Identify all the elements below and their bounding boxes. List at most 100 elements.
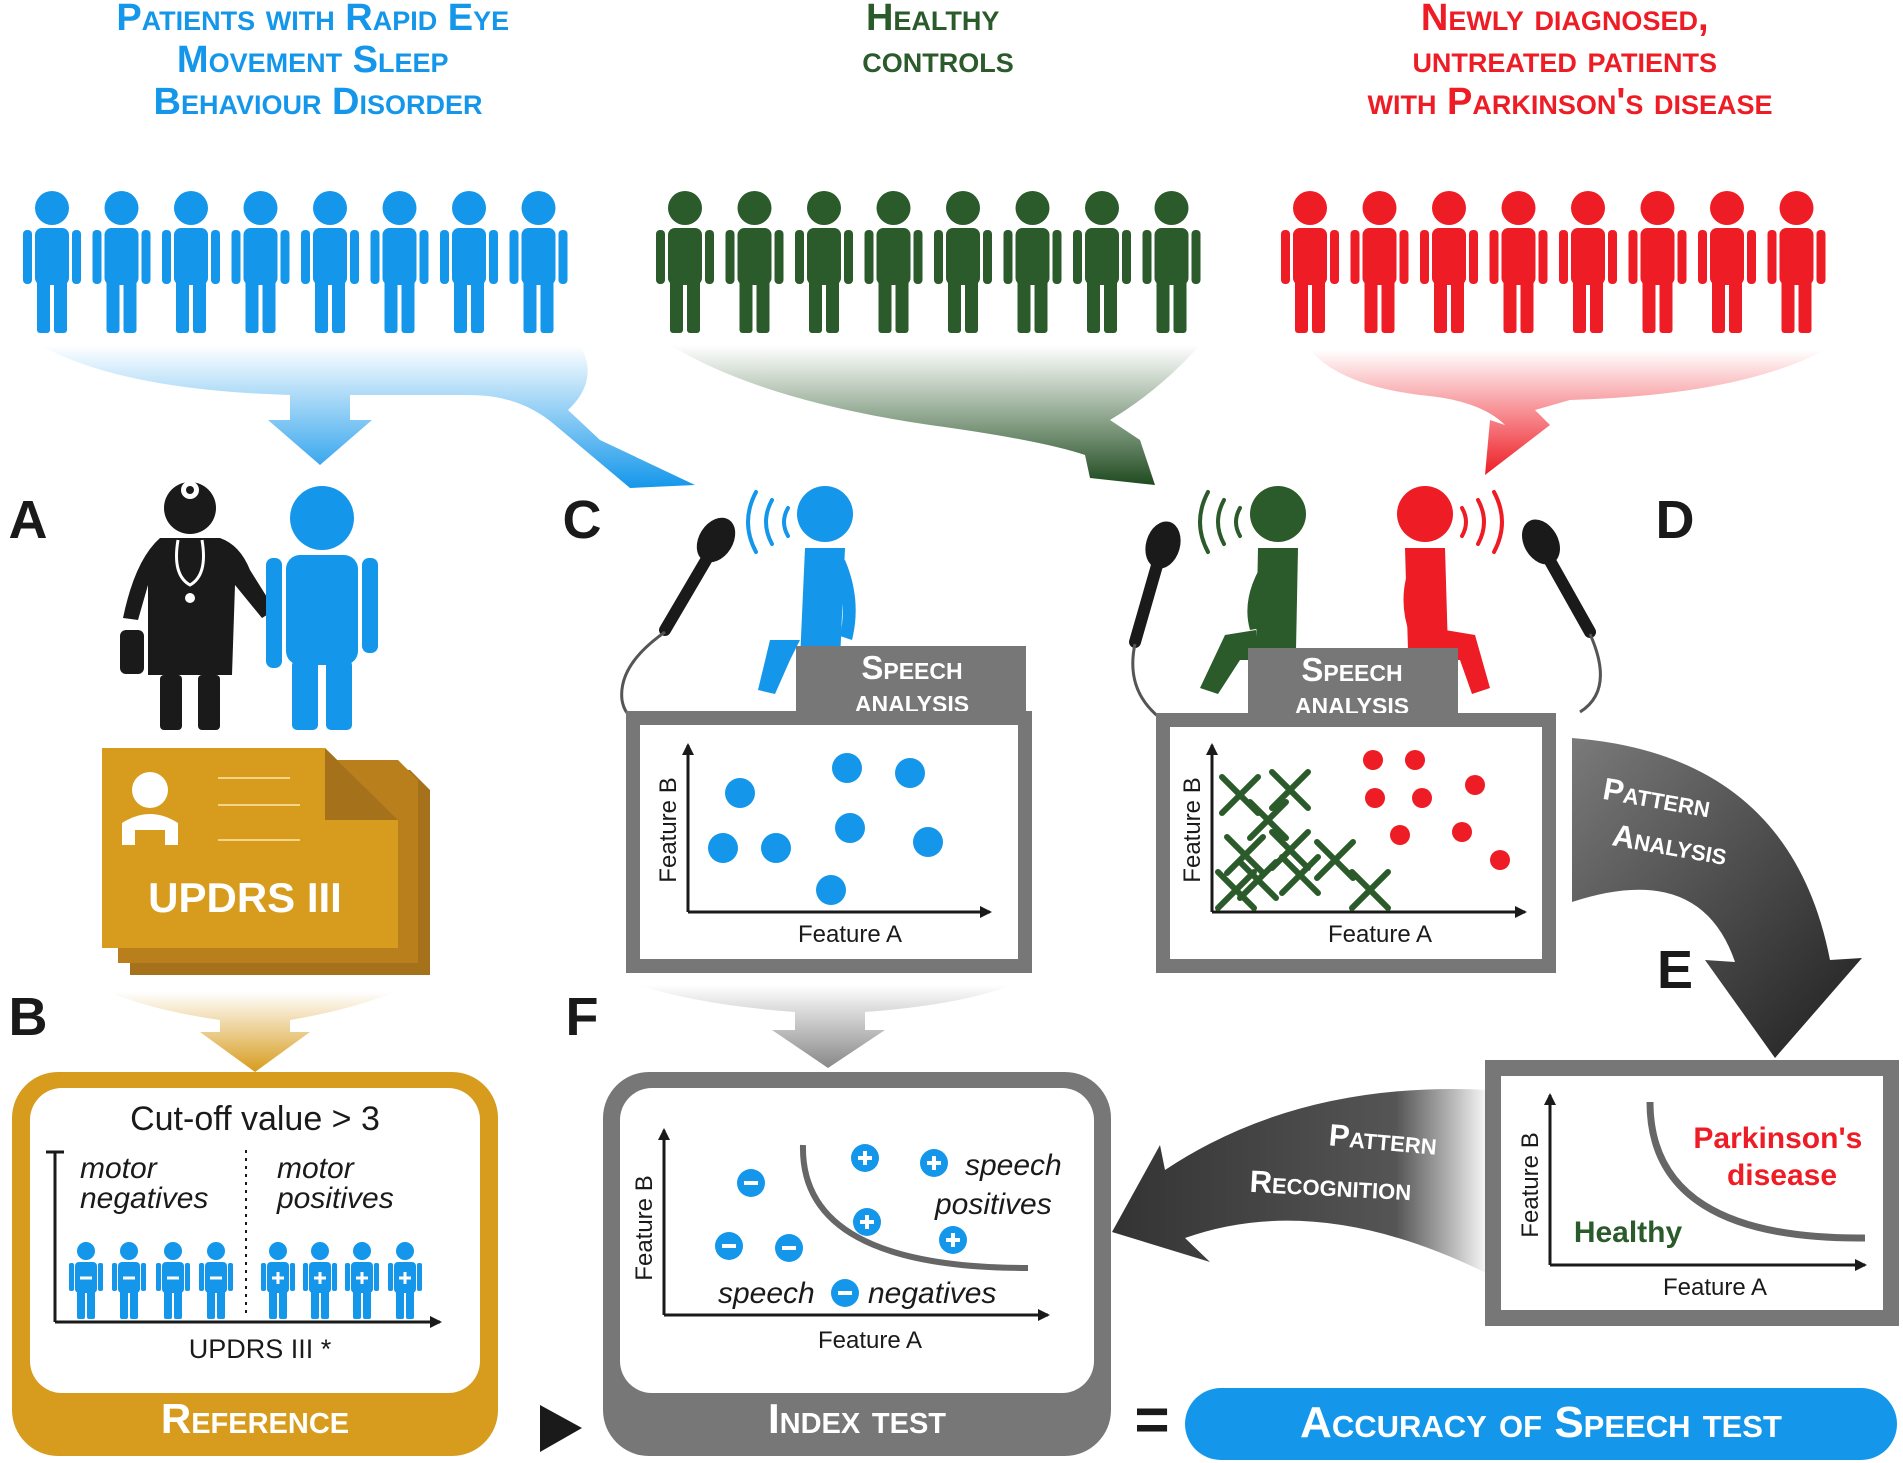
updrs-card: UPDRS III [102, 748, 430, 975]
parkinsons-class-label: Parkinson's disease [1693, 1122, 1870, 1192]
healthy-speaker-icon [1200, 486, 1306, 694]
person-icon [1073, 191, 1131, 333]
feature-a-label: Feature A [1328, 921, 1432, 948]
pd-speaker-icon [1397, 486, 1490, 694]
healthy-sound-waves [1198, 490, 1242, 554]
person-icon [1142, 191, 1201, 333]
feature-b-label: Feature B [655, 777, 682, 882]
minus-marker [775, 1234, 803, 1262]
person-icon [1559, 191, 1617, 333]
person-icon [301, 191, 359, 333]
speech-positives-label: speech positives [934, 1149, 1070, 1221]
person-icon [656, 191, 714, 333]
motor-negatives-label: motor negatives [80, 1152, 208, 1215]
rbd-flow-arrows [40, 345, 695, 488]
person-icon [1003, 191, 1062, 333]
plus-marker [851, 1144, 879, 1172]
accuracy-result-badge: Accuracy of Speech test [1185, 1388, 1897, 1460]
healthy-people-row [656, 191, 1201, 333]
rbd-speech-analysis-box: Speech analysis Feature A Feature B [626, 646, 1032, 973]
rbd-feature-points [708, 753, 943, 905]
speech-to-index-arrow [638, 985, 1012, 1068]
person-icon [92, 191, 151, 333]
panel-letter-f: F [566, 987, 599, 1047]
rbd-patient-icon [266, 486, 378, 730]
plus-sign-icon [356, 1272, 368, 1284]
speech-negatives-label-right: negatives [868, 1277, 996, 1310]
panel-letter-c: C [563, 490, 602, 550]
updrs-axis-label: UPDRS III * [189, 1334, 332, 1364]
panel-letter-e: E [1657, 940, 1693, 1000]
classifier-panel: Feature A Feature B Parkinson's disease … [1485, 1060, 1899, 1326]
pattern-analysis-arrow: Pattern Analysis [1572, 738, 1862, 1058]
cross-marker [1224, 834, 1266, 876]
cutoff-label: Cut-off value > 3 [130, 1100, 380, 1138]
cross-marker [1247, 799, 1289, 841]
feature-b-label: Feature B [1179, 777, 1206, 882]
pd-flow-arrow [1310, 350, 1825, 475]
cross-marker [1269, 769, 1311, 811]
person-icon [440, 191, 498, 333]
plus-sign-icon [314, 1272, 326, 1284]
person-icon [23, 191, 81, 333]
person-icon [795, 191, 853, 333]
person-icon [1350, 191, 1409, 333]
person-icon [162, 191, 220, 333]
equals-sign: = [1134, 1386, 1169, 1453]
microphone-icon [1129, 521, 1181, 720]
pattern-recognition-arrow: Pattern Recognition [1112, 1089, 1490, 1275]
healthy-class-label: Healthy [1574, 1216, 1683, 1249]
speech-negatives-label-left: speech [718, 1277, 815, 1310]
accuracy-result-label: Accuracy of Speech test [1300, 1398, 1782, 1447]
plus-marker [939, 1226, 967, 1254]
person-icon [1698, 191, 1756, 333]
decision-boundary-curve [1646, 1101, 1866, 1242]
mixed-speech-analysis-box: Speech analysis Feature A Feature B [1156, 648, 1556, 973]
person-icon [725, 191, 784, 333]
panel-letter-d: D [1656, 490, 1695, 550]
feature-a-label: Feature A [1663, 1274, 1767, 1301]
microphone-icon [1522, 519, 1602, 714]
panel-letter-a: A [9, 490, 48, 550]
feature-a-label: Feature A [818, 1327, 922, 1354]
minus-marker [737, 1169, 765, 1197]
reference-panel: Cut-off value > 3 motor negatives motor … [12, 1072, 498, 1456]
minus-marker [831, 1279, 859, 1307]
plus-marker [853, 1208, 881, 1236]
person-icon [1767, 191, 1826, 333]
cross-marker [1215, 869, 1257, 911]
person-icon [1420, 191, 1478, 333]
reference-footer-label: Reference [161, 1395, 349, 1442]
feature-b-label: Feature B [1517, 1132, 1544, 1237]
pd-people-row [1281, 191, 1826, 333]
panel-letter-b: B [9, 987, 48, 1047]
person-icon [370, 191, 429, 333]
cross-marker [1279, 854, 1321, 896]
speech-analysis-label: Speech [1301, 651, 1402, 688]
person-icon [1628, 191, 1687, 333]
reference-people [69, 1242, 422, 1319]
feature-a-label: Feature A [798, 921, 902, 948]
healthy-flow-arrow [670, 345, 1200, 485]
index-markers [715, 1144, 967, 1307]
plus-sign-icon [399, 1272, 411, 1284]
rbd-group-title: Patients with Rapid Eye Movement Sleep B… [116, 0, 519, 123]
motor-positives-label: motor positives [276, 1152, 394, 1215]
updrs-to-reference-arrow [110, 992, 395, 1072]
updrs-card-label: UPDRS III [148, 874, 342, 921]
cross-marker [1314, 839, 1356, 881]
pd-group-title: Newly diagnosed, untreated patients with… [1367, 0, 1772, 123]
rbd-sound-waves [746, 490, 790, 554]
decision-boundary-curve [799, 1144, 1029, 1271]
pattern-recognition-label: Recognition [1249, 1164, 1412, 1207]
person-icon [509, 191, 568, 333]
minus-marker [715, 1232, 743, 1260]
person-icon [934, 191, 992, 333]
doctor-icon [120, 481, 275, 730]
microphone-icon [620, 517, 736, 722]
person-icon [231, 191, 290, 333]
speech-analysis-label: Speech [861, 649, 962, 686]
index-footer-label: Index test [768, 1395, 946, 1442]
healthy-feature-crosses [1215, 769, 1391, 911]
